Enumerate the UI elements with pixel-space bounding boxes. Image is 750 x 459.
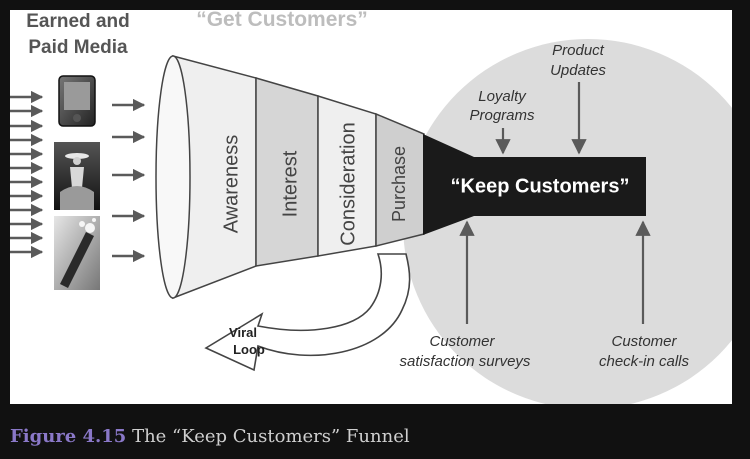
loyalty-programs-line1: Loyalty xyxy=(478,88,527,105)
keep-customers-tube xyxy=(423,134,646,235)
satisfaction-surveys-line2: satisfaction surveys xyxy=(400,353,531,370)
viral-loop-line1: Viral xyxy=(229,325,257,340)
earned-media-line2: Paid Media xyxy=(28,37,128,58)
keep-customers-label: “Keep Customers” xyxy=(451,175,630,197)
satisfaction-surveys-line1: Customer xyxy=(429,333,495,350)
get-customers-heading: “Get Customers” xyxy=(196,10,368,31)
viral-loop-line2: Loop xyxy=(233,342,265,357)
media-to-funnel-arrows xyxy=(112,98,146,263)
earned-media-line1: Earned and xyxy=(26,11,129,32)
phone-device-icon xyxy=(54,72,98,128)
checkin-calls-line1: Customer xyxy=(611,333,677,350)
figure-title: The “Keep Customers” Funnel xyxy=(132,426,410,447)
figure-label: Figure 4.15 xyxy=(10,426,127,447)
figure-caption: Figure 4.15 The “Keep Customers” Funnel xyxy=(10,426,410,447)
stage-label-awareness: Awareness xyxy=(220,135,242,234)
viral-loop-arrow xyxy=(204,253,411,372)
product-updates-line1: Product xyxy=(552,42,605,59)
retention-circle xyxy=(403,39,732,404)
checkin-calls-line2: check-in calls xyxy=(599,353,690,370)
loyalty-programs-line2: Programs xyxy=(469,107,535,124)
funnel-mouth xyxy=(155,55,191,299)
cowboy-billboard-icon xyxy=(54,142,100,210)
incoming-media-arrows xyxy=(10,90,44,259)
stage-label-purchase: Purchase xyxy=(389,146,409,222)
champagne-bottle-icon xyxy=(54,216,100,290)
stage-label-interest: Interest xyxy=(279,150,301,217)
product-updates-line2: Updates xyxy=(550,62,606,79)
keep-customers-funnel-diagram: Earned and Paid Media “Get Customers” xyxy=(10,10,732,404)
stage-label-consideration: Consideration xyxy=(337,122,359,245)
diagram-panel: Earned and Paid Media “Get Customers” xyxy=(10,10,732,404)
